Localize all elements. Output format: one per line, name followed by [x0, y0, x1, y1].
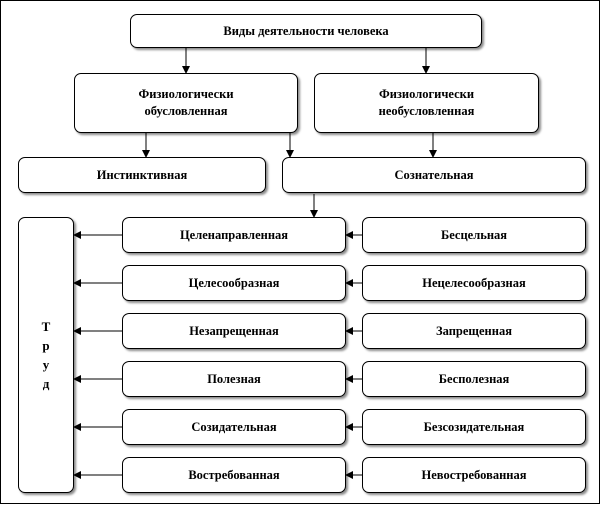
- trud-letter: у: [42, 357, 50, 372]
- activity-box-left: Целенаправленная: [122, 217, 346, 253]
- activity-box-left: Незапрещенная: [122, 313, 346, 349]
- activity-box-left: Востребованная: [122, 457, 346, 493]
- trud-letter: д: [42, 376, 50, 391]
- activity-box-right: Бесцельная: [362, 217, 586, 253]
- activity-label-left: Целесообразная: [188, 275, 280, 290]
- activity-label-right: Запрещенная: [436, 323, 512, 338]
- activity-label-left: Востребованная: [188, 467, 280, 482]
- activity-box-right: Безсозидательная: [362, 409, 586, 445]
- activity-label-right: Бесцельная: [440, 227, 508, 242]
- activity-label-left: Целенаправленная: [179, 227, 289, 242]
- physiological-conditioned-line1: Физиологически: [138, 87, 234, 101]
- activity-box-left: Полезная: [122, 361, 346, 397]
- activity-box-left: Созидательная: [122, 409, 346, 445]
- physiological-unconditioned-line2: необусловленная: [378, 104, 475, 118]
- conscious-text: Сознательная: [394, 167, 474, 182]
- activity-label-left: Незапрещенная: [189, 323, 279, 338]
- activity-label-right: Нецелесообразная: [422, 275, 526, 290]
- activity-box-right: Бесполезная: [362, 361, 586, 397]
- physiological-conditioned-line2: обусловленная: [144, 104, 228, 118]
- conscious-box: Сознательная: [282, 157, 586, 193]
- activity-box-right: Нецелесообразная: [362, 265, 586, 301]
- activity-box-right: Запрещенная: [362, 313, 586, 349]
- activity-label-left: Полезная: [207, 371, 261, 386]
- activity-label-right: Безсозидательная: [423, 419, 525, 434]
- activity-label-right: Невостребованная: [421, 467, 527, 482]
- trud-box: Т р у д: [18, 217, 74, 493]
- title-text: Виды деятельности человека: [223, 23, 389, 38]
- trud-letter: р: [42, 338, 50, 353]
- physiological-conditioned-box: Физиологически обусловленная: [74, 73, 298, 133]
- activity-box-right: Невостребованная: [362, 457, 586, 493]
- title-box: Виды деятельности человека: [130, 14, 482, 48]
- instinctive-box: Инстинктивная: [18, 157, 266, 193]
- physiological-unconditioned-line1: Физиологически: [378, 87, 475, 101]
- instinctive-text: Инстинктивная: [96, 167, 188, 182]
- activity-label-left: Созидательная: [191, 419, 277, 434]
- trud-letter: Т: [41, 319, 51, 334]
- physiological-unconditioned-box: Физиологически необусловленная: [314, 73, 539, 133]
- activity-label-right: Бесполезная: [438, 371, 510, 386]
- activity-box-left: Целесообразная: [122, 265, 346, 301]
